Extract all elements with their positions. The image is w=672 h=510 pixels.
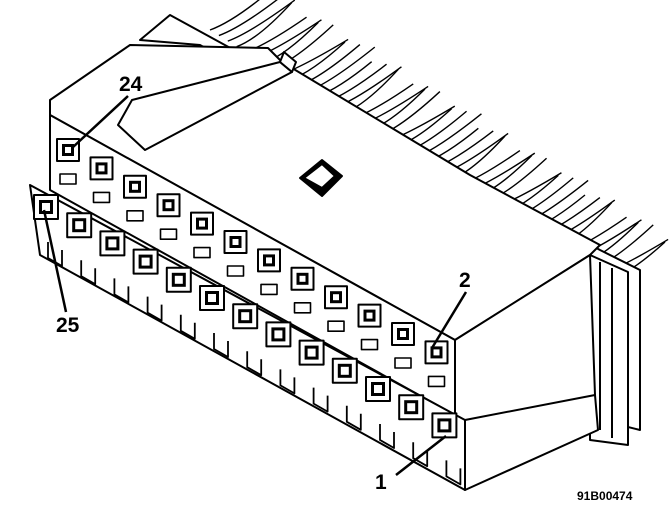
- top-row-cavity: [89, 156, 114, 181]
- top-row-key-slot: [360, 338, 379, 351]
- bottom-row-cavity: [132, 248, 159, 275]
- top-row-cavity: [391, 322, 415, 346]
- bottom-row-cavity: [199, 285, 225, 311]
- callout-pin-24: 24: [119, 73, 143, 96]
- housing-tooth: [445, 460, 462, 486]
- callout-pin-25: 25: [56, 314, 80, 337]
- callout-pin-1: 1: [375, 471, 387, 494]
- top-row-cavity: [156, 193, 181, 218]
- wire: [236, 2, 293, 48]
- top-row-key-slot: [427, 375, 446, 388]
- top-row-cavity: [257, 248, 281, 273]
- top-row-cavities: [56, 138, 449, 388]
- top-row-key-slot: [327, 320, 345, 333]
- bottom-row-cavities: [33, 194, 458, 439]
- bottom-row-cavity: [298, 339, 325, 366]
- bottom-row-cavity: [165, 266, 192, 293]
- leader-1: [395, 435, 447, 476]
- top-row-cavity: [424, 340, 449, 365]
- top-row-cavity: [290, 266, 315, 291]
- figure-id: 91B00474: [577, 489, 633, 503]
- top-row-key-slot: [260, 283, 278, 296]
- housing-tooth: [146, 296, 163, 322]
- top-row-cavity: [56, 138, 80, 162]
- housing-tooth: [279, 369, 296, 395]
- housing-tooth: [179, 314, 196, 340]
- top-row-key-slot: [226, 265, 245, 277]
- wire: [227, 0, 296, 42]
- top-row-cavity: [123, 174, 147, 199]
- leader-25: [42, 209, 68, 313]
- top-row-key-slot: [293, 301, 312, 314]
- bottom-row-cavity: [365, 376, 391, 402]
- top-row-key-slot: [159, 228, 178, 240]
- top-row-key-slot: [92, 191, 111, 204]
- bottom-row-cavity: [398, 394, 425, 421]
- top-row-cavity: [357, 303, 382, 328]
- leader-24: [71, 95, 129, 149]
- housing-tooth: [80, 260, 97, 286]
- callout-pin-2: 2: [459, 269, 471, 292]
- wire: [209, 0, 260, 31]
- housing-teeth: [47, 242, 462, 486]
- housing-tooth: [345, 405, 362, 431]
- bottom-row-cavity: [66, 212, 93, 239]
- bottom-row-cavity: [431, 412, 458, 439]
- housing-tooth: [246, 351, 263, 377]
- wire: [218, 0, 278, 37]
- bottom-row-cavity: [331, 357, 358, 384]
- bottom-row-cavity: [265, 321, 292, 348]
- housing-tooth: [312, 387, 329, 413]
- housing-tooth: [113, 278, 130, 304]
- top-row-cavity: [324, 285, 348, 310]
- top-row-key-slot: [59, 173, 77, 185]
- bottom-row-cavity: [232, 303, 259, 330]
- leader-2: [430, 291, 468, 349]
- top-row-key-slot: [126, 210, 144, 222]
- top-row-cavity: [190, 211, 214, 236]
- bottom-row-cavity: [99, 230, 126, 257]
- housing-tooth: [379, 424, 395, 449]
- top-row-cavity: [223, 230, 248, 254]
- top-row-key-slot: [193, 246, 211, 259]
- housing-tooth: [213, 333, 229, 358]
- top-row-key-slot: [394, 357, 412, 369]
